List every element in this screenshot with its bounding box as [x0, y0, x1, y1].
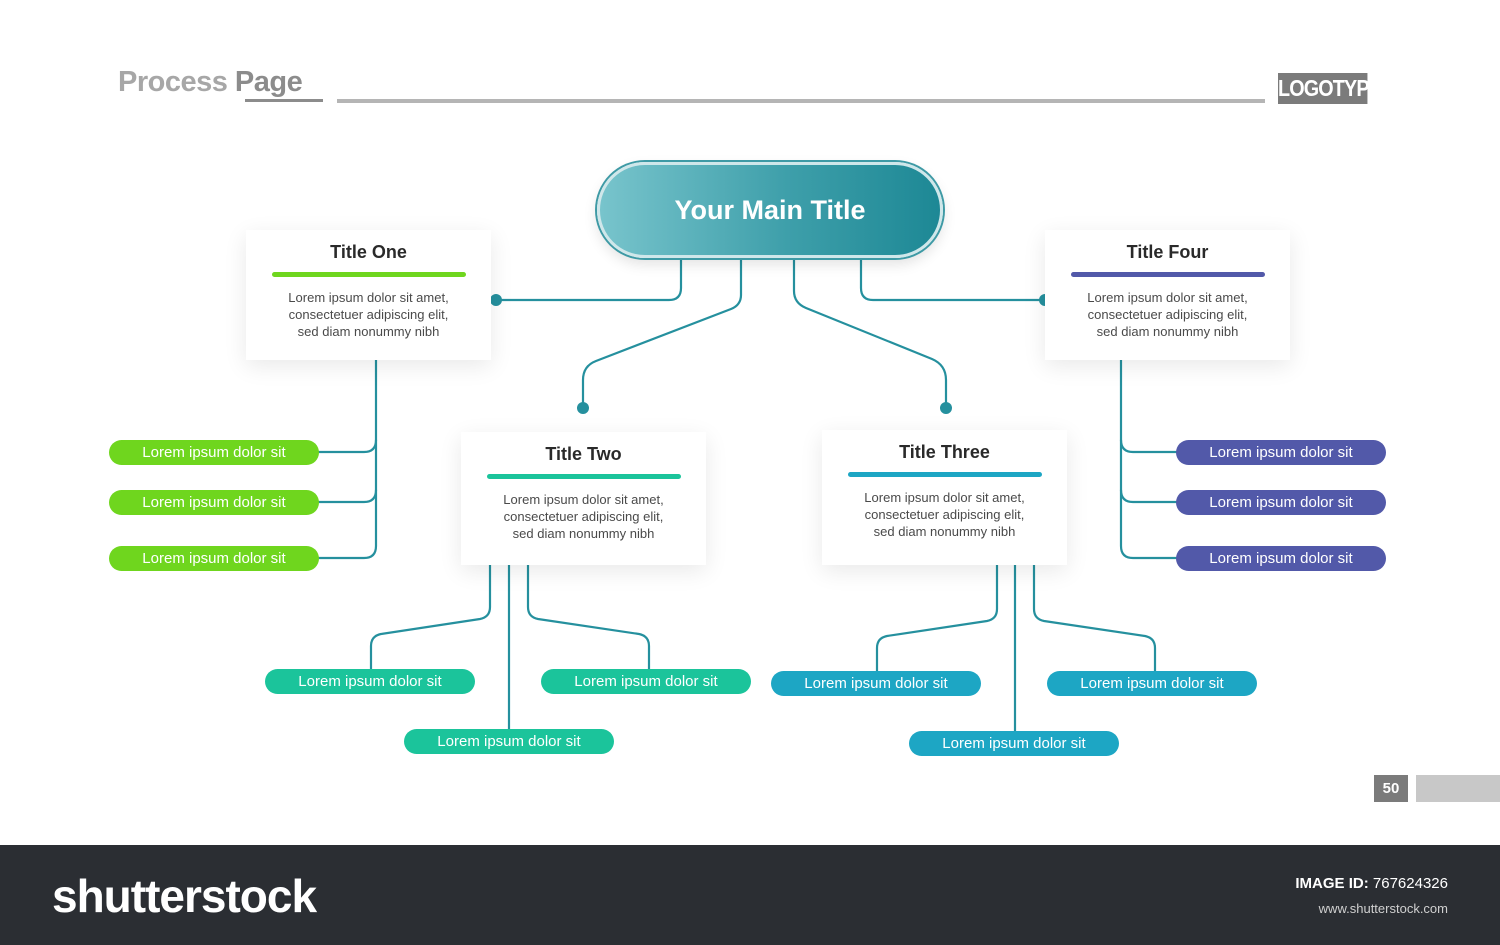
- connector-four-1: [1119, 358, 1180, 454]
- branch-pill-one-2: Lorem ipsum dolor sit: [109, 490, 319, 515]
- branch-pill-two-1: Lorem ipsum dolor sit: [265, 669, 475, 694]
- connector-main-to-title-one: [494, 256, 683, 302]
- connector-three-3: [1032, 563, 1157, 674]
- slide: Process Page LOGOTYPE: [109, 66, 1500, 802]
- branch-pill-one-3: Lorem ipsum dolor sit: [109, 546, 319, 571]
- image-id-label: IMAGE ID:: [1295, 875, 1369, 892]
- card-accent-bar: [486, 474, 681, 479]
- connector-main-to-title-four: [859, 256, 1047, 302]
- connector-four-3: [1119, 488, 1180, 560]
- card-accent-bar: [847, 472, 1042, 477]
- branch-pill-three-2: Lorem ipsum dolor sit: [909, 731, 1119, 756]
- branch-pill-three-1: Lorem ipsum dolor sit: [771, 671, 981, 696]
- page-title-word-1: Process: [118, 66, 228, 98]
- connector-one-2: [316, 438, 378, 504]
- card-title-four: Title Four Lorem ipsum dolor sit amet, c…: [1045, 230, 1290, 360]
- image-id-value: 767624326: [1372, 875, 1448, 892]
- page-title-word-2: Page: [234, 66, 303, 98]
- connector-two-3: [526, 563, 651, 672]
- page-number: 50: [1374, 775, 1408, 802]
- footer-url: www.shutterstock.com: [1318, 901, 1448, 916]
- card-title: Title Two: [545, 444, 622, 464]
- branch-pill-two-3: Lorem ipsum dolor sit: [541, 669, 751, 694]
- card-description: Lorem ipsum dolor sit amet, consectetuer…: [864, 490, 1025, 539]
- card-description: Lorem ipsum dolor sit amet, consectetuer…: [288, 290, 449, 339]
- connector-three-1: [875, 563, 999, 674]
- card-title-one: Title One Lorem ipsum dolor sit amet, co…: [246, 230, 491, 360]
- page-number-bar: [1416, 775, 1500, 802]
- card-description: Lorem ipsum dolor sit amet, consectetuer…: [1087, 290, 1248, 339]
- connector-one-3: [316, 488, 378, 560]
- card-title-two: Title Two Lorem ipsum dolor sit amet, co…: [461, 432, 706, 565]
- connector-two-1: [369, 563, 492, 672]
- card-accent-bar: [271, 272, 466, 277]
- connector-lines: [316, 256, 1180, 734]
- logotype-badge: LOGOTYPE: [1278, 73, 1382, 104]
- connector-main-to-title-three: [792, 256, 948, 410]
- connector-four-2: [1119, 438, 1180, 504]
- connector-dot-one: [490, 294, 502, 306]
- connector-main-to-title-two: [581, 256, 743, 410]
- footer-image-id: IMAGE ID: 767624326: [1295, 875, 1448, 892]
- page-title: Process Page: [118, 66, 303, 99]
- card-title: Title Three: [899, 442, 990, 462]
- branch-pill-one-1: Lorem ipsum dolor sit: [109, 440, 319, 465]
- title-underline: [245, 99, 323, 102]
- branch-pill-four-1: Lorem ipsum dolor sit: [1176, 440, 1386, 465]
- card-accent-bar: [1070, 272, 1265, 277]
- main-title-node: Your Main Title: [597, 162, 943, 258]
- card-title: Title One: [330, 242, 407, 262]
- footer-bar: shutterstock IMAGE ID: 767624326 www.shu…: [0, 845, 1500, 945]
- connector-one-1: [316, 358, 378, 454]
- footer-brand-logo: shutterstock: [52, 870, 317, 922]
- branch-pill-two-2: Lorem ipsum dolor sit: [404, 729, 614, 754]
- branch-pill-four-3: Lorem ipsum dolor sit: [1176, 546, 1386, 571]
- branch-pill-four-2: Lorem ipsum dolor sit: [1176, 490, 1386, 515]
- connector-dot-two: [577, 402, 589, 414]
- card-description: Lorem ipsum dolor sit amet, consectetuer…: [503, 492, 664, 541]
- card-title: Title Four: [1126, 242, 1209, 262]
- card-title-three: Title Three Lorem ipsum dolor sit amet, …: [822, 430, 1067, 565]
- header-divider: [337, 99, 1265, 103]
- connector-dot-three: [940, 402, 952, 414]
- branch-pill-three-3: Lorem ipsum dolor sit: [1047, 671, 1257, 696]
